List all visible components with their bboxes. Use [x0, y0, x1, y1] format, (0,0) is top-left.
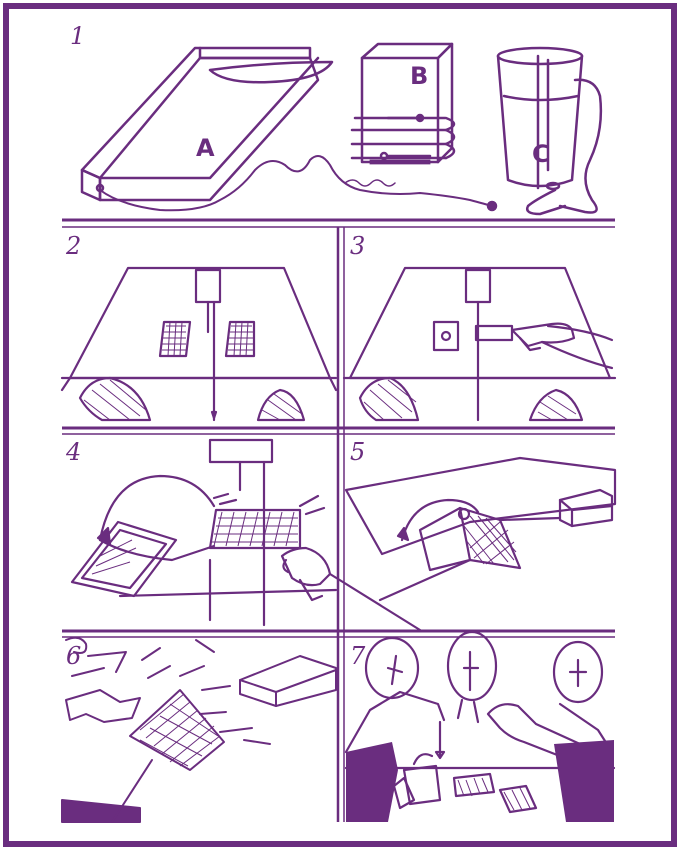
panel-1-drawing: [82, 44, 601, 214]
panel-3-hatching: [364, 380, 576, 420]
device-b-label: B: [410, 64, 428, 88]
panel-3-number: 3: [350, 234, 365, 258]
panel-3-drawing: [344, 268, 615, 420]
panel-6-drawing: [62, 638, 336, 822]
panel-2-number: 2: [66, 234, 81, 258]
device-a-label: A: [196, 136, 215, 160]
device-c-label: C: [532, 142, 550, 166]
panel-dividers: [62, 220, 615, 822]
panel-2-hatching: [84, 322, 302, 420]
panel-1-number: 1: [70, 24, 85, 48]
panel-2-drawing: [62, 268, 336, 420]
panel-4-number: 4: [66, 440, 81, 464]
panel-5-number: 5: [350, 440, 365, 464]
panel-4-hatching: [92, 512, 298, 574]
panel-1-shading: [370, 160, 430, 164]
panel-6-number: 6: [66, 644, 81, 668]
panel-7-shading: [346, 740, 614, 822]
panel-4-drawing: [72, 440, 420, 630]
outer-frame: [6, 6, 674, 844]
panel-7-number: 7: [350, 644, 365, 668]
